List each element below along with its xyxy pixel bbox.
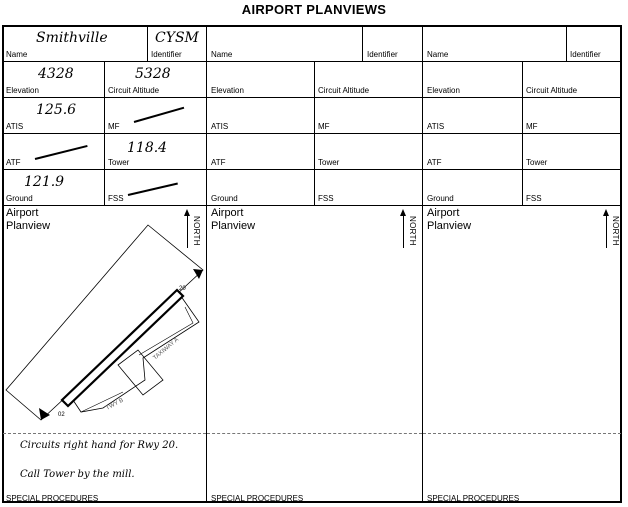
cell-divider [566, 25, 567, 61]
row-divider [2, 97, 622, 98]
column-divider [422, 25, 423, 503]
cell-divider [314, 61, 315, 205]
special-procedures-label: SPECIAL PROCEDURES [6, 494, 99, 503]
row-divider [2, 133, 622, 134]
fss-label: FSS [108, 194, 124, 203]
cell-divider [104, 61, 105, 205]
special-procedures-separator [3, 433, 206, 434]
mf-label: MF [318, 122, 330, 131]
identifier-label: Identifier [151, 50, 182, 59]
special-procedures-separator [207, 433, 422, 434]
airport-identifier-value[interactable]: CYSM [155, 30, 199, 46]
atis-label: ATIS [211, 122, 229, 131]
north-arrow-icon [400, 209, 406, 248]
name-label: Name [427, 50, 449, 59]
planview-form [2, 25, 622, 503]
special-procedures-label: SPECIAL PROCEDURES [427, 494, 520, 503]
column-divider [206, 25, 207, 503]
elevation-label: Elevation [6, 86, 39, 95]
ground-value[interactable]: 121.9 [24, 174, 65, 190]
mf-label: MF [526, 122, 538, 131]
special-procedure-line-1[interactable]: Circuits right hand for Rwy 20. [20, 440, 179, 451]
taxiway-connector [80, 391, 124, 413]
circuit-arrow-north-icon [193, 269, 203, 279]
north-label: NORTH [192, 216, 201, 246]
circuit-altitude-label: Circuit Altitude [108, 86, 160, 95]
elevation-label: Elevation [211, 86, 244, 95]
north-arrow-icon [184, 209, 190, 248]
ground-label: Ground [6, 194, 33, 203]
page-title: AIRPORT PLANVIEWS [241, 2, 387, 17]
identifier-label: Identifier [570, 50, 601, 59]
elevation-value[interactable]: 4328 [38, 66, 74, 82]
north-arrow-icon [603, 209, 609, 248]
atis-value[interactable]: 125.6 [36, 102, 77, 118]
runway-end-20-label: 20 [179, 286, 186, 292]
cell-divider [147, 25, 148, 61]
cell-divider [522, 61, 523, 205]
runway-end-02-label: 02 [58, 412, 65, 418]
circuit-altitude-value[interactable]: 5328 [135, 66, 171, 82]
apron [117, 349, 164, 396]
tower-value[interactable]: 118.4 [127, 140, 168, 156]
atis-label: ATIS [6, 122, 24, 131]
circuit-pattern [5, 224, 204, 421]
identifier-label: Identifier [367, 50, 398, 59]
airport-planview-heading: Airport Planview [6, 207, 51, 232]
name-label: Name [211, 50, 233, 59]
airport-planview-heading: Airport Planview [211, 207, 256, 232]
north-label: NORTH [611, 216, 620, 246]
ground-label: Ground [427, 194, 454, 203]
row-divider [2, 61, 622, 62]
tower-label: Tower [526, 158, 548, 167]
north-label: NORTH [408, 216, 417, 246]
tower-label: Tower [108, 158, 130, 167]
mf-label: MF [108, 122, 120, 131]
airport-planview-heading: Airport Planview [427, 207, 472, 232]
ground-label: Ground [211, 194, 238, 203]
special-procedures-separator [423, 433, 621, 434]
airport-name-value[interactable]: Smithville [36, 30, 108, 46]
fss-label: FSS [318, 194, 334, 203]
atf-label: ATF [6, 158, 21, 167]
atf-label: ATF [427, 158, 442, 167]
special-procedure-line-2[interactable]: Call Tower by the mill. [20, 469, 135, 480]
taxiway-outline [138, 306, 194, 356]
row-divider [2, 205, 622, 206]
airport-diagram: 20 02 TAXIWAY A TWY B [5, 224, 204, 421]
fss-label: FSS [526, 194, 542, 203]
elevation-label: Elevation [427, 86, 460, 95]
tower-label: Tower [318, 158, 340, 167]
atf-label: ATF [211, 158, 226, 167]
circuit-arrow-south-icon [39, 408, 50, 420]
name-label: Name [6, 50, 28, 59]
atis-label: ATIS [427, 122, 445, 131]
cell-divider [362, 25, 363, 61]
circuit-altitude-label: Circuit Altitude [526, 86, 578, 95]
circuit-altitude-label: Circuit Altitude [318, 86, 370, 95]
special-procedures-label: SPECIAL PROCEDURES [211, 494, 304, 503]
row-divider [2, 169, 622, 170]
runway [60, 288, 185, 408]
